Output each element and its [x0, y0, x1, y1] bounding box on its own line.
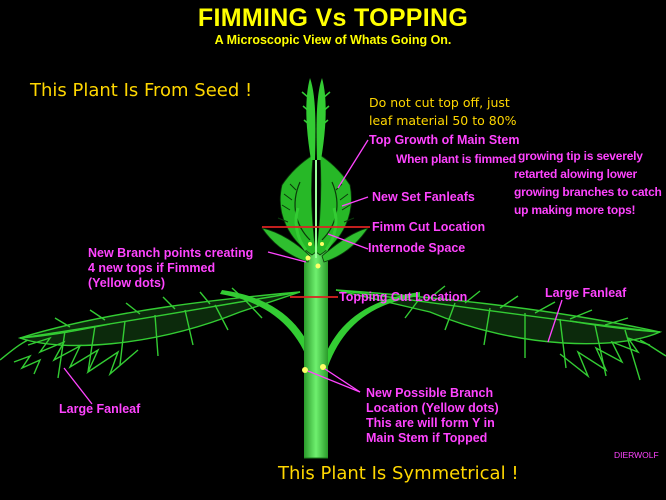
new-fanleafs-label: New Set Fanleafs: [372, 190, 475, 204]
large-fanleaf-right-label: Large Fanleaf: [545, 286, 627, 300]
fimm-cut-label: Fimm Cut Location: [372, 220, 486, 234]
possible-branch-label: New Possible Branch Location (Yellow dot…: [366, 386, 499, 446]
right-branch: [320, 292, 420, 372]
crown-fanleafs: [261, 78, 369, 263]
cut-advice-line: leaf material 50 to 80%: [369, 113, 517, 128]
node-dots: [302, 242, 326, 373]
possible-branch-line: New Possible Branch: [366, 386, 494, 400]
upper-node-dot: [305, 255, 311, 261]
possible-branch-line: Location (Yellow dots): [366, 401, 499, 415]
lower-node-dot: [302, 367, 308, 373]
upper-node-dot: [320, 242, 324, 246]
leader-lines: [63, 139, 563, 405]
large-fanleaf-left-label: Large Fanleaf: [59, 402, 141, 416]
new-branch-points-line: New Branch points creating: [88, 246, 254, 260]
left-branch: [220, 290, 318, 372]
fimmed-note-line: When plant is fimmed: [396, 152, 517, 166]
possible-branch-line: This are will form Y in: [366, 416, 495, 430]
from-seed-note: This Plant Is From Seed !: [30, 80, 253, 101]
fimmed-note-line: growing branches to catch: [514, 185, 662, 199]
fimmed-note-line: growing tip is severely: [518, 149, 643, 163]
possible-branch-line: Main Stem if Topped: [366, 431, 488, 445]
main-stem: [304, 250, 328, 458]
cut-advice-note: Do not cut top off, just leaf material 5…: [369, 94, 517, 130]
upper-node-dot: [315, 263, 321, 269]
internode-label: Internode Space: [368, 241, 466, 255]
fimmed-note-block: growing tip is severely retarted alowing…: [514, 147, 662, 219]
author-credit: DIERWOLF: [614, 450, 659, 460]
fimmed-note-line: retarted alowing lower: [514, 167, 637, 181]
top-growth-label: Top Growth of Main Stem: [369, 133, 520, 147]
new-branch-points-label: New Branch points creating 4 new tops if…: [88, 246, 253, 291]
new-branch-points-line: (Yellow dots): [88, 276, 166, 290]
cut-advice-line: Do not cut top off, just: [369, 95, 510, 110]
lower-node-dot: [320, 364, 326, 370]
fimmed-note-line: up making more tops!: [514, 203, 636, 217]
diagram-subtitle: A Microscopic View of Whats Going On.: [214, 33, 452, 47]
upper-node-dot: [308, 242, 312, 246]
diagram-title: FIMMING Vs TOPPING: [197, 4, 469, 32]
symmetrical-note: This Plant Is Symmetrical !: [278, 463, 519, 484]
new-branch-points-line: 4 new tops if Fimmed: [88, 261, 216, 275]
right-large-fanleaf: [335, 285, 666, 381]
topping-cut-label: Topping Cut Location: [339, 290, 468, 304]
